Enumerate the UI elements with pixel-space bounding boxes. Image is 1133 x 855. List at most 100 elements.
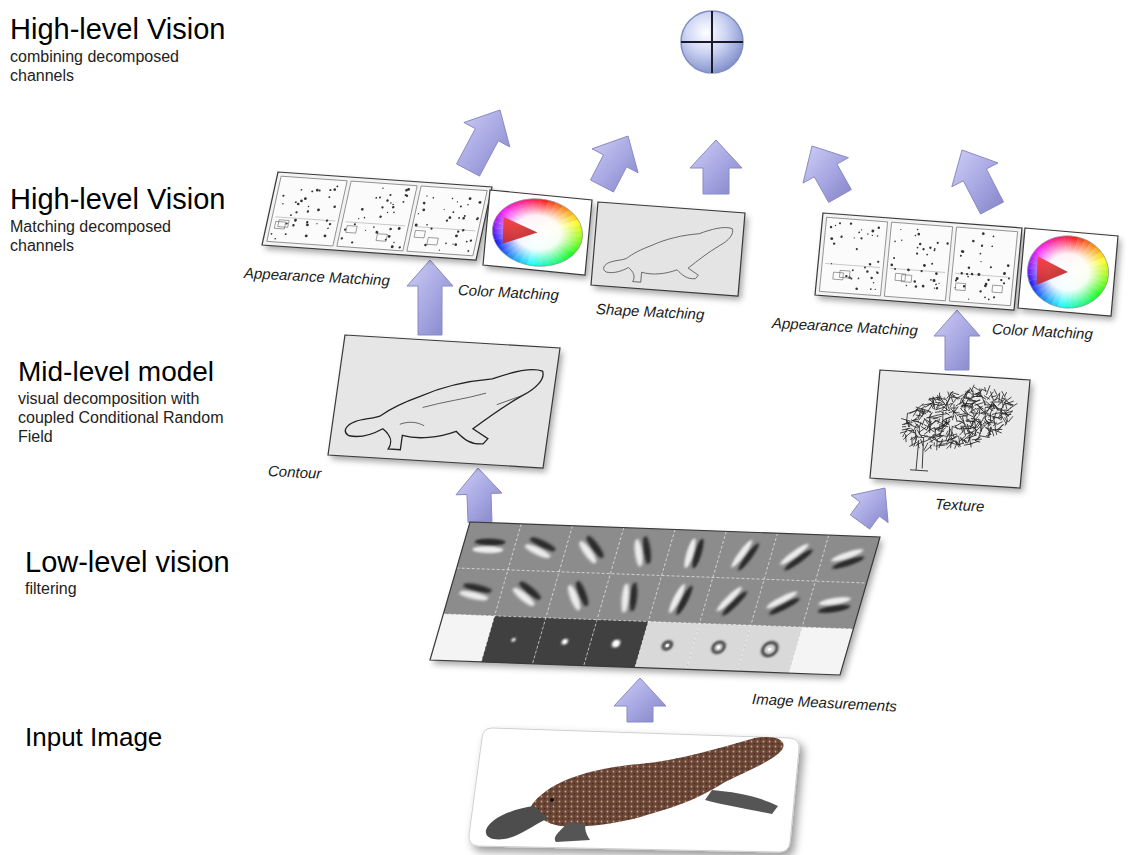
- texture-stroke: [926, 426, 929, 430]
- feature-dot: [893, 257, 895, 259]
- texture-stroke: [970, 420, 974, 429]
- feature-dot: [290, 214, 292, 216]
- texture-stroke: [929, 419, 938, 425]
- texture-stroke: [955, 423, 961, 427]
- panel-caption: Appearance Matching: [772, 314, 919, 340]
- blob-filter: [611, 640, 621, 648]
- feature-dot: [877, 261, 879, 263]
- image-tile: [469, 728, 799, 852]
- filter-lobe: [633, 538, 644, 568]
- feature-dot: [915, 285, 918, 288]
- feature-dot: [478, 201, 481, 204]
- feature-dot: [300, 199, 303, 202]
- texture-stroke: [947, 397, 950, 404]
- texture-stroke: [929, 414, 930, 423]
- texture-stroke: [1005, 392, 1007, 396]
- feature-box: [278, 220, 289, 228]
- flow-arrow: [407, 260, 453, 335]
- feature-dot: [930, 279, 932, 281]
- filter-lobe: [523, 542, 553, 560]
- feature-dot: [840, 236, 843, 238]
- input-image: [469, 728, 799, 852]
- oriented-filter: [715, 585, 749, 617]
- feature-dot: [454, 243, 457, 246]
- feature-dot: [906, 285, 908, 287]
- oriented-filter: [818, 596, 851, 615]
- feature-dot: [300, 189, 302, 191]
- feature-dot: [977, 273, 980, 276]
- texture-stroke: [946, 434, 948, 441]
- panel-content: [489, 195, 585, 271]
- feature-dot: [452, 211, 454, 213]
- feature-dot: [926, 254, 928, 256]
- feature-dot: [872, 235, 873, 236]
- feature-dot: [424, 244, 427, 247]
- feature-dot: [414, 224, 418, 227]
- feature-dot: [890, 263, 893, 266]
- texture-stroke: [902, 426, 906, 428]
- feature-dot: [397, 227, 401, 230]
- texture-stroke: [935, 402, 941, 404]
- texture-stroke: [933, 442, 934, 446]
- texture-stroke: [1004, 409, 1009, 411]
- texture-stroke: [975, 436, 980, 441]
- texture-stroke: [929, 437, 933, 443]
- panel-art: [1018, 228, 1118, 316]
- filter-lobe: [765, 589, 798, 610]
- panel-border: [815, 213, 1022, 310]
- platypus-body: [530, 737, 784, 827]
- oriented-filter: [729, 539, 761, 572]
- wheel-center: [489, 195, 585, 271]
- panel-node: Color Matching: [1018, 228, 1118, 316]
- oriented-filter: [620, 582, 638, 614]
- feature-dot: [351, 241, 354, 243]
- platypus-fur: [530, 737, 784, 827]
- feature-dot: [894, 268, 896, 270]
- appearance-rule: [955, 273, 1010, 277]
- feature-dot: [833, 242, 836, 245]
- flow-arrow: [934, 310, 980, 370]
- grid-line: [789, 535, 829, 673]
- feature-dot: [991, 245, 993, 247]
- feature-dot: [861, 229, 862, 230]
- texture-stroke: [997, 424, 1004, 431]
- contour-outline: [343, 359, 544, 458]
- feature-dot: [1003, 272, 1006, 275]
- feature-dot: [365, 230, 367, 231]
- level-heading: High-level Vision: [10, 12, 225, 46]
- feature-dot: [327, 227, 329, 229]
- platypus-foot: [705, 790, 778, 814]
- texture-stroke: [925, 444, 933, 452]
- feature-dot: [917, 247, 919, 249]
- texture-stroke: [909, 430, 914, 431]
- flow-arrow: [952, 150, 1004, 214]
- texture-stroke: [979, 429, 982, 438]
- feature-dot: [936, 242, 938, 244]
- texture-stroke: [986, 385, 990, 395]
- appearance-frame: [267, 176, 347, 246]
- feature-dot: [445, 243, 447, 245]
- feature-dot: [963, 285, 966, 288]
- feature-dot: [462, 217, 465, 220]
- feature-dot: [306, 221, 309, 223]
- platypus-bill: [486, 806, 548, 839]
- feature-dot: [284, 233, 286, 235]
- feature-dot: [830, 237, 833, 240]
- flow-arrow: [614, 678, 666, 722]
- feature-dot: [375, 197, 377, 199]
- feature-dot: [916, 252, 918, 254]
- texture-stroke: [990, 391, 994, 400]
- texture-stroke: [968, 399, 976, 400]
- feature-dot: [858, 278, 860, 280]
- texture-stroke: [959, 426, 965, 430]
- panel-content: [343, 359, 544, 458]
- feature-dot: [968, 299, 969, 300]
- flow-arrow: [457, 110, 510, 176]
- texture-stroke: [994, 389, 998, 395]
- texture-stroke: [901, 418, 911, 421]
- feature-dot: [852, 269, 854, 271]
- feature-dot: [294, 219, 297, 222]
- texture-stroke: [932, 398, 935, 407]
- panel-art: [483, 190, 592, 275]
- feature-dot: [968, 266, 971, 269]
